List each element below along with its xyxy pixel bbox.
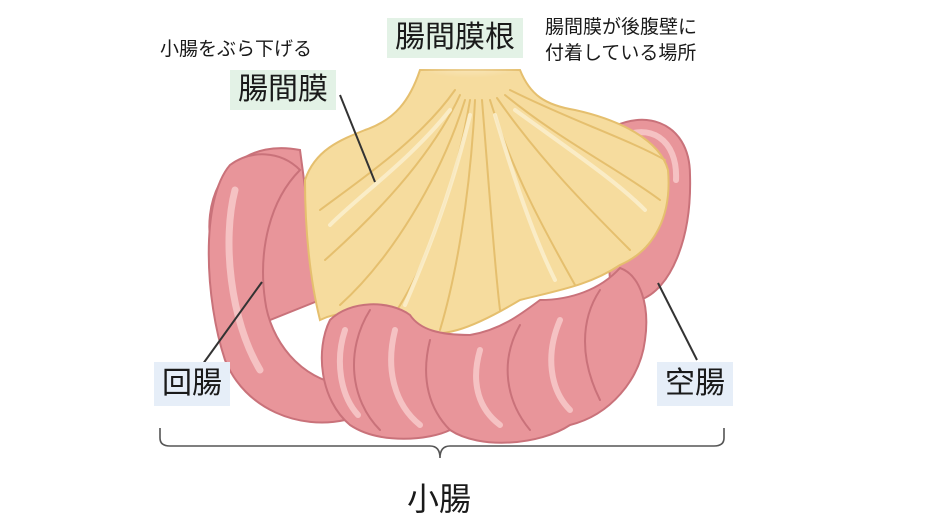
label-mesentery-root: 腸間膜根 — [387, 18, 523, 58]
small-intestine-brace — [159, 428, 725, 459]
label-mesentery-root-description: 腸間膜が後腹壁に 付着している場所 — [545, 14, 697, 66]
label-jejunum: 空腸 — [657, 362, 733, 406]
label-suspends-small-intestine: 小腸をぶら下げる — [160, 38, 313, 60]
label-mesentery: 腸間膜 — [230, 70, 336, 110]
label-small-intestine: 小腸 — [407, 480, 472, 518]
leader-line-ileum — [199, 281, 263, 369]
intestine-loop-highlights — [336, 317, 573, 428]
label-ileum: 回腸 — [154, 362, 230, 406]
mesentery-fan — [303, 69, 670, 335]
mesentery-fold-highlights — [328, 108, 647, 307]
small-intestine-bottom-loops — [320, 266, 648, 444]
leader-line-jejunum — [657, 282, 698, 361]
intestine-loop-creases — [353, 289, 601, 431]
leader-line-mesentery — [339, 94, 376, 183]
ileum-front-highlight — [225, 186, 264, 374]
root-description-line1: 腸間膜が後腹壁に — [545, 16, 698, 38]
root-description-line2: 付着している場所 — [545, 42, 697, 64]
